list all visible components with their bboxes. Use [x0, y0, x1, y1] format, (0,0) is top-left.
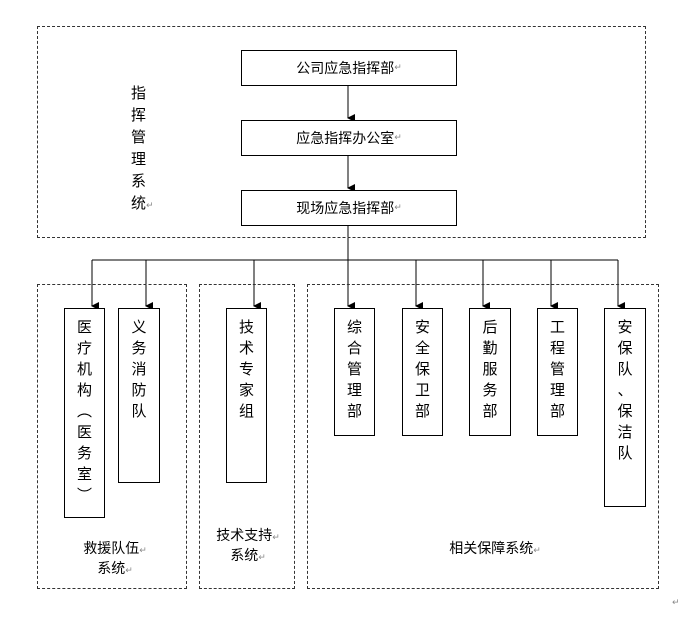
node-field-command-hq: 现场应急指挥部↵: [241, 190, 457, 226]
node-command-office: 应急指挥办公室↵: [241, 120, 457, 156]
trailing-paragraph-mark: ↵: [672, 598, 680, 608]
rescue-team-system-group: [37, 284, 187, 589]
rescue-team-system-label: 救援队伍↵ 系统↵: [83, 541, 147, 577]
tech-support-system-label: 技术支持↵ 系统↵: [216, 528, 280, 564]
command-system-group: [37, 26, 646, 238]
unit-technical-expert-group: 技 术 专 家 组: [226, 308, 267, 483]
command-system-label: 指 挥 管 理 系 统↵: [131, 84, 154, 212]
unit-safety-security-dept: 安 全 保 卫 部: [402, 308, 443, 436]
unit-engineering-management-dept: 工 程 管 理 部: [537, 308, 578, 436]
tech-support-system-group: [199, 284, 295, 589]
unit-security-cleaning-team: 安 保 队 、 保 洁 队: [604, 308, 646, 507]
unit-logistics-service-dept: 后 勤 服 务 部: [469, 308, 511, 436]
related-support-system-group: [307, 284, 659, 589]
node-company-command-hq: 公司应急指挥部↵: [241, 50, 457, 86]
related-support-system-label: 相关保障系统↵: [449, 541, 541, 557]
unit-general-management-dept: 综 合 管 理 部: [334, 308, 375, 436]
unit-volunteer-fire-brigade: 义 务 消 防 队: [118, 308, 160, 483]
unit-medical-office: 医 疗 机 构 ︵ 医 务 室 ︶: [64, 308, 105, 518]
